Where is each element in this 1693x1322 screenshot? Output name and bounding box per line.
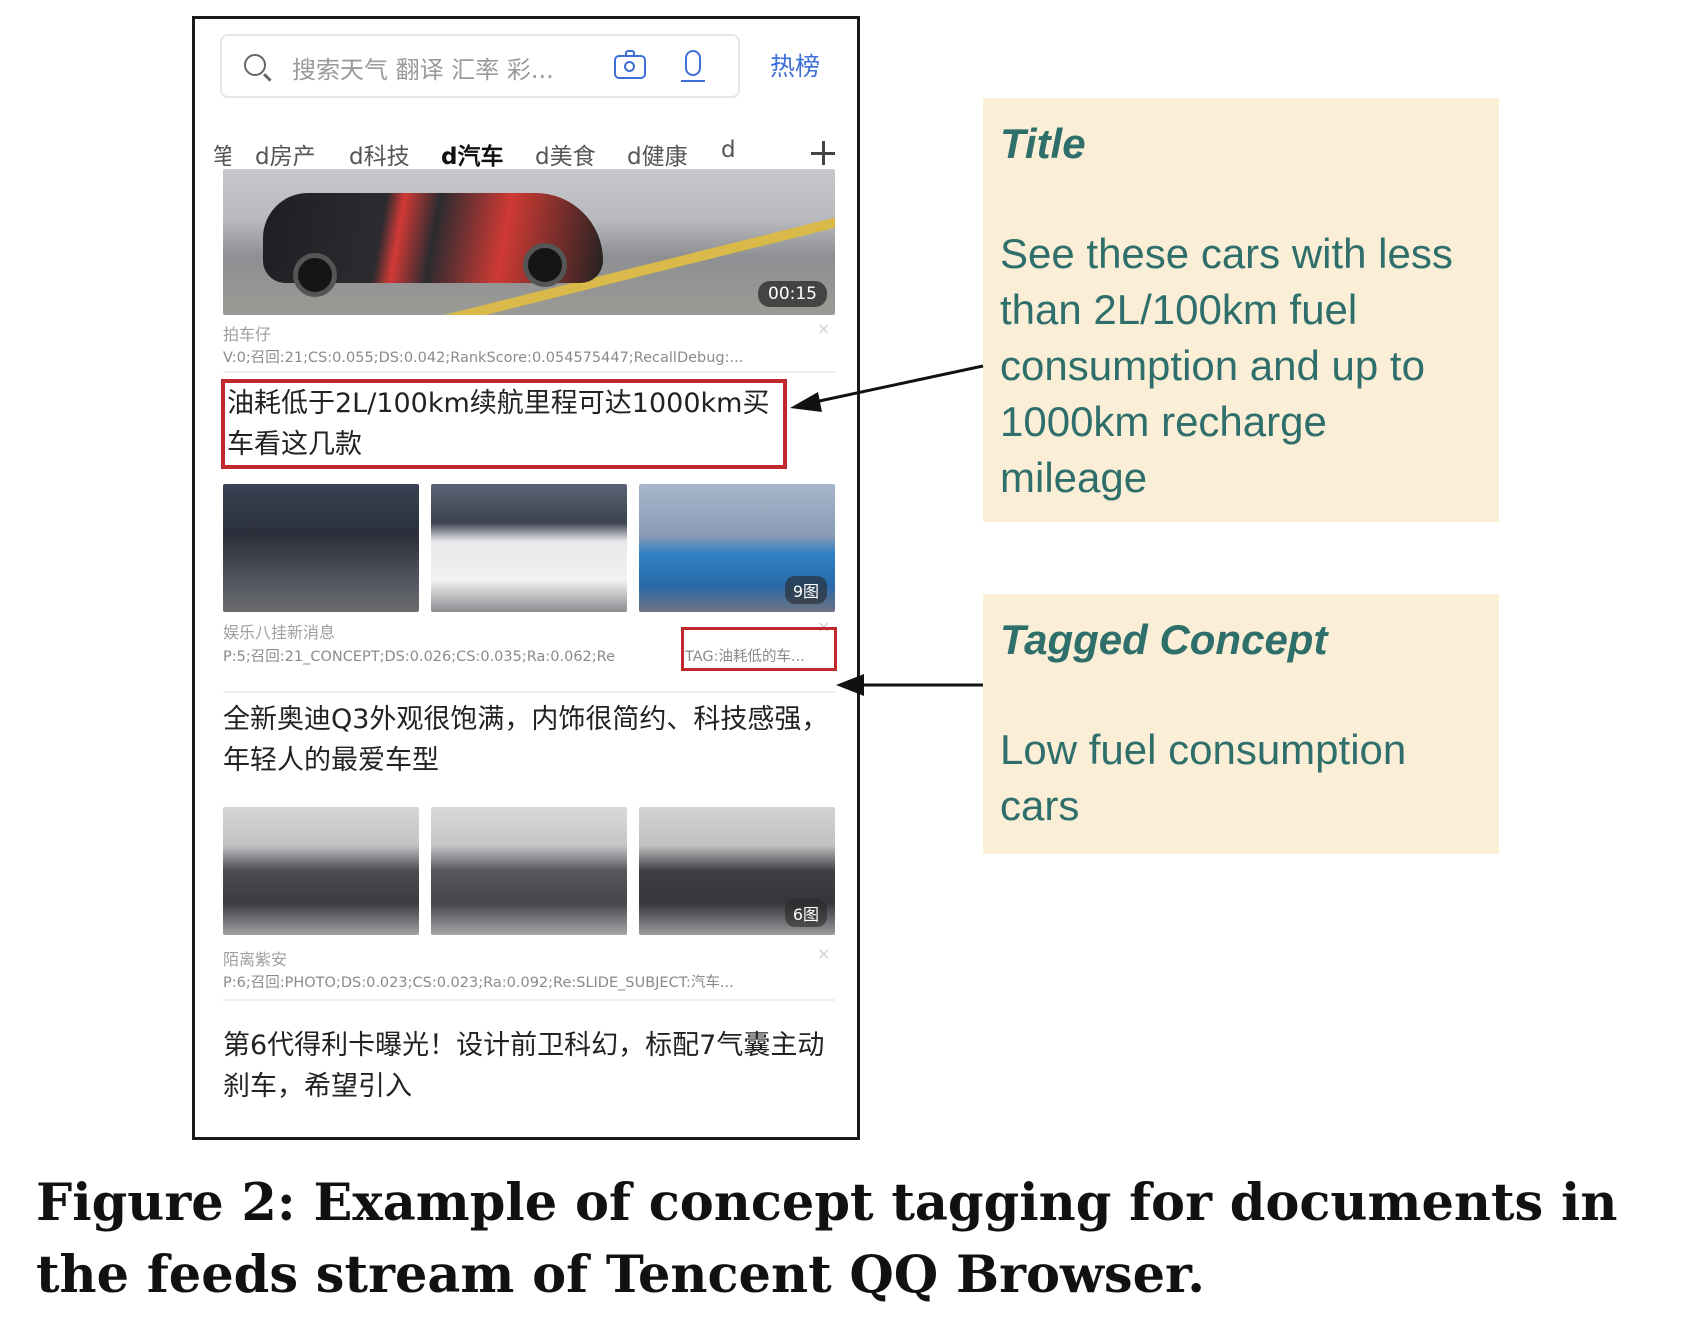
microphone-icon[interactable] xyxy=(681,50,705,82)
tab-auto[interactable]: d汽车 xyxy=(441,144,504,170)
concept-panel-heading: Tagged Concept xyxy=(1000,616,1328,663)
title-arrow-line xyxy=(809,364,984,405)
item1-source: 拍车仔 xyxy=(223,325,272,344)
divider xyxy=(223,999,835,1001)
item3-image-2[interactable] xyxy=(431,807,627,935)
item2-concept-tag: TAG:油耗低的车... xyxy=(685,649,805,665)
divider xyxy=(223,691,835,693)
concept-arrow-head xyxy=(836,674,864,696)
item3-image-3[interactable]: 6图 xyxy=(639,807,835,935)
concept-panel-body: Low fuel consumption cars xyxy=(1000,726,1407,829)
item3-title[interactable]: 全新奥迪Q3外观很饱满，内饰很简约、科技感强，年轻人的最爱车型 xyxy=(223,704,829,776)
search-bar[interactable]: 搜索天气 翻译 汇率 彩... xyxy=(220,34,740,98)
dismiss-icon[interactable]: × xyxy=(817,944,831,963)
title-arrow-head xyxy=(790,392,822,412)
concept-annotation-panel: Tagged Concept Low fuel consumption cars xyxy=(983,594,1499,854)
tab-tech[interactable]: d科技 xyxy=(349,144,410,170)
tag-highlight-box xyxy=(681,627,837,671)
video-duration-badge: 00:15 xyxy=(758,281,827,307)
item1-debug-info: V:0;召回:21;CS:0.055;DS:0.042;RankScore:0.… xyxy=(223,350,744,366)
item3-source: 陌离紫安 xyxy=(223,950,288,969)
item2-image-3[interactable]: 9图 xyxy=(639,484,835,612)
title-annotation-panel: Title See these cars with less than 2L/1… xyxy=(983,98,1499,522)
title-panel-body: See these cars with less than 2L/100km f… xyxy=(1000,230,1453,501)
item2-title[interactable]: 油耗低于2L/100km续航里程可达1000km买车看这几款 xyxy=(227,388,770,460)
channel-tabs: 笔 d房产 d科技 d汽车 d美食 d健康 d xyxy=(213,137,853,171)
item2-image-1[interactable] xyxy=(223,484,419,612)
tab-real-estate[interactable]: d房产 xyxy=(255,144,316,170)
search-icon xyxy=(244,54,266,76)
feed-screenshot: 搜索天气 翻译 汇率 彩... 热榜 笔 d房产 d科技 d汽车 d美食 d健康… xyxy=(192,16,860,1140)
search-placeholder: 搜索天气 翻译 汇率 彩... xyxy=(292,56,554,84)
dismiss-icon[interactable]: × xyxy=(817,617,831,636)
wheel-shape xyxy=(293,253,337,297)
video-thumbnail[interactable]: 00:15 xyxy=(223,169,835,315)
tab-partial[interactable]: 笔 xyxy=(213,137,231,171)
title-highlight-box xyxy=(221,379,787,469)
wheel-shape xyxy=(523,243,567,287)
hot-list-link[interactable]: 热榜 xyxy=(770,52,821,81)
item3-image-1[interactable] xyxy=(223,807,419,935)
item2-source: 娱乐八挂新消息 xyxy=(223,623,336,642)
item2-debug-info: P:5;召回:21_CONCEPT;DS:0.026;CS:0.035;Ra:0… xyxy=(223,649,616,665)
divider xyxy=(223,371,835,373)
item3-debug-info: P:6;召回:PHOTO;DS:0.023;CS:0.023;Ra:0.092;… xyxy=(223,975,734,991)
dismiss-icon[interactable]: × xyxy=(817,319,831,338)
title-panel-heading: Title xyxy=(1000,120,1086,167)
item4-title[interactable]: 第6代得利卡曝光！设计前卫科幻，标配7气囊主动刹车，希望引入 xyxy=(223,1030,825,1102)
add-channel-icon[interactable] xyxy=(811,141,835,165)
camera-icon[interactable] xyxy=(614,50,646,79)
tab-more[interactable]: d xyxy=(721,137,736,163)
tab-food[interactable]: d美食 xyxy=(535,144,596,170)
tab-health[interactable]: d健康 xyxy=(627,144,688,170)
item2-image-2[interactable] xyxy=(431,484,627,612)
image-count-badge: 6图 xyxy=(784,899,827,927)
image-count-badge: 9图 xyxy=(784,576,827,604)
figure-caption: Figure 2: Example of concept tagging for… xyxy=(36,1173,1618,1305)
